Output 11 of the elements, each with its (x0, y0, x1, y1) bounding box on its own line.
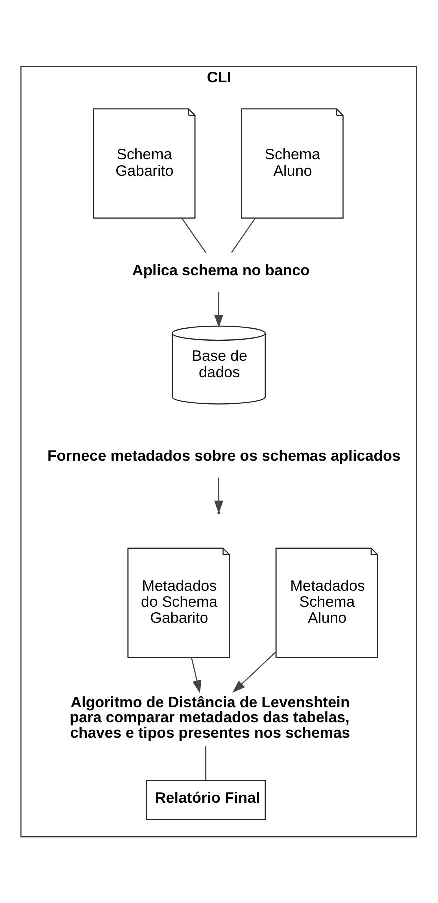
connector (181, 218, 207, 253)
node-text: Fornece metadados sobre os schemas aplicados (48, 448, 401, 465)
node-text: Algoritmo de Distância de Levenshtein para comparar metadados das tabelas, chaves e tipos presentes nos schemas (70, 694, 350, 742)
arrow (214, 477, 224, 514)
connector (231, 218, 256, 253)
arrow (191, 657, 202, 694)
node-box: Relatório Final (146, 780, 266, 820)
connector (206, 746, 207, 780)
arrow (232, 651, 276, 693)
node-text: Aplica schema no banco (132, 262, 310, 279)
arrow (214, 292, 224, 328)
